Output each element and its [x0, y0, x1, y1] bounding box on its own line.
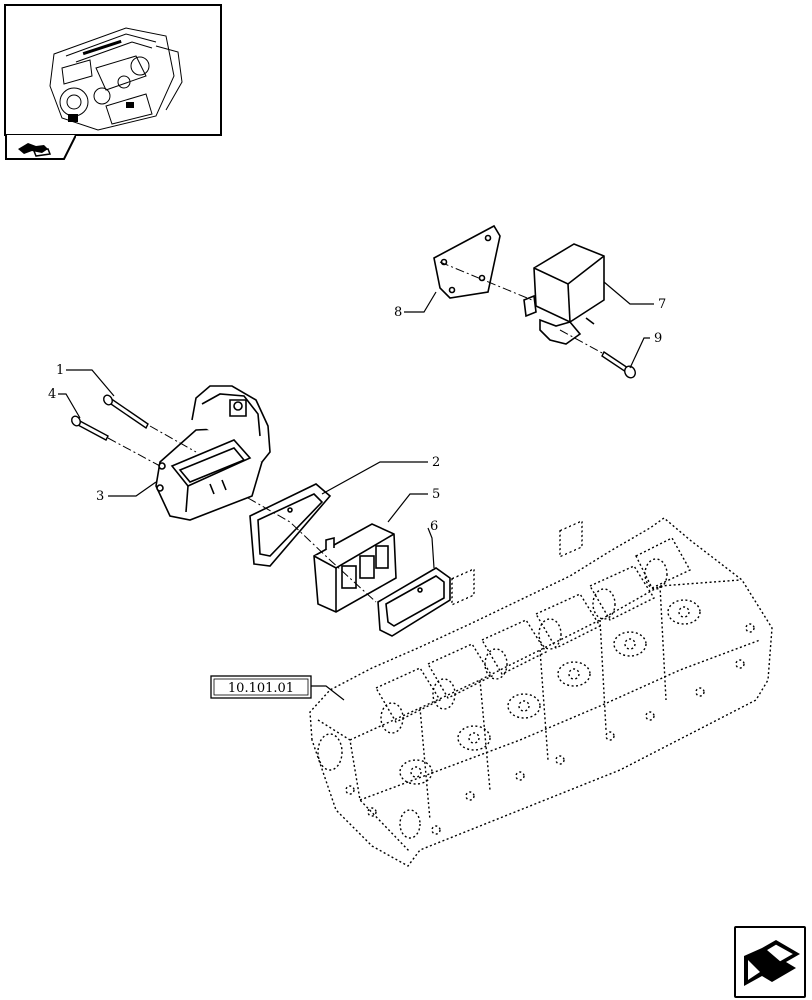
- next-page-arrow-icon: [744, 940, 800, 986]
- callout-1: 1: [56, 363, 64, 378]
- part-1-bolt: [103, 394, 149, 430]
- section-tab[interactable]: [4, 135, 76, 161]
- reference-text: 10.101.01: [228, 681, 294, 696]
- callout-4: 4: [48, 387, 56, 402]
- part-9-bolt: [601, 350, 636, 379]
- engine-thumbnail-icon: [49, 27, 183, 131]
- callout-9: 9: [654, 331, 662, 346]
- part-5-module: [313, 523, 397, 613]
- engine-thumbnail: [4, 4, 222, 136]
- part-4-bolt: [71, 415, 109, 441]
- callout-3: 3: [96, 489, 104, 504]
- part-8-bracket: [433, 224, 501, 299]
- callout-7: 7: [658, 297, 666, 312]
- callout-6: 6: [430, 519, 438, 534]
- callout-5: 5: [432, 487, 440, 502]
- assembly-axes: [107, 261, 605, 603]
- callouts: 1 4 3 2 5 6 8 7 9: [48, 297, 666, 534]
- callout-2: 2: [432, 455, 440, 470]
- next-page-button[interactable]: [734, 926, 806, 998]
- part-6-gasket: [377, 567, 451, 637]
- reference-label: 10.101.01: [210, 675, 345, 701]
- part-2-gasket: [249, 483, 332, 567]
- part-3-housing: [155, 385, 271, 521]
- cylinder-head-phantom: [309, 517, 773, 867]
- section-tab-icon: [18, 143, 52, 157]
- part-7-relay: [523, 243, 605, 345]
- leader-lines: [58, 281, 654, 569]
- callout-8: 8: [394, 305, 402, 320]
